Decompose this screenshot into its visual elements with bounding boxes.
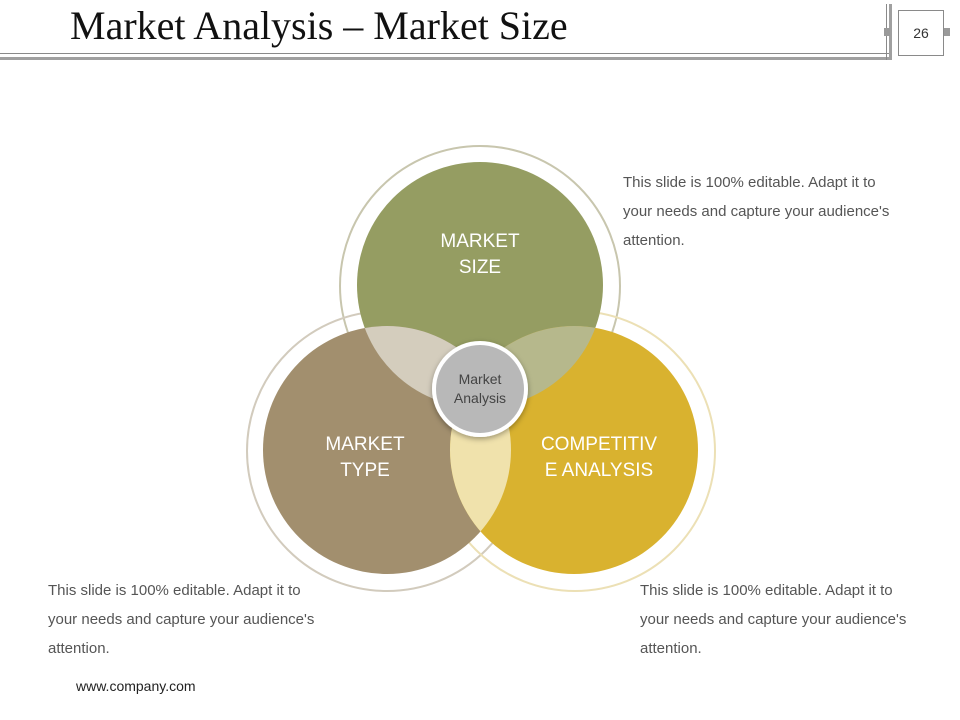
description-bottom-left: This slide is 100% editable. Adapt it to… xyxy=(48,582,315,657)
header-rule-thick xyxy=(0,57,892,60)
center-badge xyxy=(436,345,524,433)
header-divider-thick xyxy=(889,4,892,60)
center-label: Market Analysis xyxy=(453,371,507,406)
header-rule-thin xyxy=(0,53,892,54)
page-number: 26 xyxy=(898,10,944,56)
description-bottom-right: This slide is 100% editable. Adapt it to… xyxy=(640,582,907,657)
footer-website: www.company.com xyxy=(76,678,196,694)
top-circle-label: MARKET SIZE xyxy=(440,231,520,278)
left-circle-label: MARKET TYPE xyxy=(325,434,405,481)
divider-connector-right xyxy=(944,28,950,36)
page-title: Market Analysis – Market Size xyxy=(70,3,568,48)
description-top-right: This slide is 100% editable. Adapt it to… xyxy=(623,174,890,249)
divider-connector-left xyxy=(884,28,890,36)
right-circle-label: COMPETITIV E ANALYSIS xyxy=(540,434,658,481)
